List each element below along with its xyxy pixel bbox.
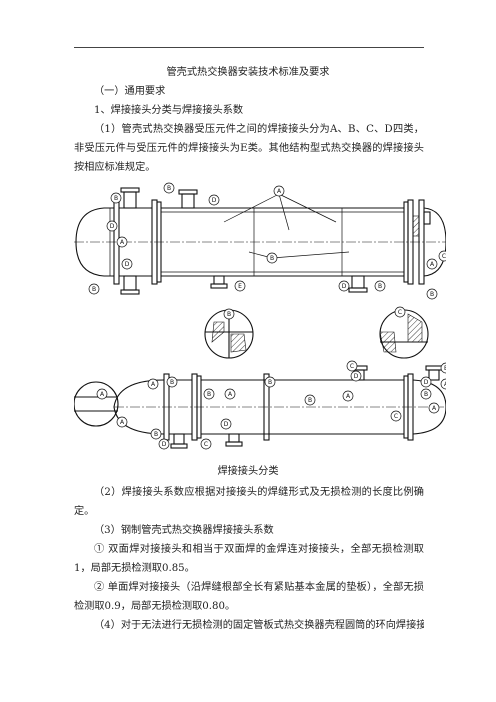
paragraph-4: ① 双面焊对接接头和相当于双面焊的金焊连对接接头，全部无损检测取1，局部无损检测… xyxy=(74,544,424,574)
subsection-heading: 1、焊接接头分类与焊接接头系数 xyxy=(94,105,244,116)
label-b-text: B xyxy=(114,195,118,202)
top-exchanger xyxy=(74,187,446,295)
label-b-text: B xyxy=(378,283,382,290)
label-d-text: D xyxy=(125,261,130,268)
label-b xyxy=(374,280,386,292)
detail-views xyxy=(204,309,429,359)
label-d-text: D xyxy=(212,197,217,204)
label-a xyxy=(342,390,354,402)
section-heading: （一）通用要求 xyxy=(94,86,166,97)
label-b xyxy=(264,376,276,388)
header-rule xyxy=(74,47,424,48)
label-d xyxy=(350,370,362,382)
figure-caption: 焊接接头分类 xyxy=(217,466,279,477)
label-b-text: B xyxy=(268,379,272,386)
label-b xyxy=(203,388,215,400)
label-b-text: B xyxy=(424,391,428,398)
label-a-text: A xyxy=(277,188,282,195)
label-c xyxy=(200,438,212,450)
label-c xyxy=(394,306,406,318)
label-c-text: C xyxy=(394,413,398,420)
label-b-text: B xyxy=(167,185,171,192)
label-a-text: A xyxy=(432,405,437,412)
label-a-text: A xyxy=(151,381,156,388)
label-b xyxy=(110,192,122,204)
label-a-text: A xyxy=(120,419,125,426)
label-d-text: D xyxy=(424,379,429,386)
weld-joint-figure: .s { fill: none; stroke: #111; stroke-wi… xyxy=(74,182,446,450)
label-a xyxy=(147,378,159,390)
bottom-exchanger xyxy=(74,365,446,449)
label-b-text: B xyxy=(430,291,434,298)
label-d xyxy=(158,438,170,450)
label-b-text: B xyxy=(92,286,96,293)
label-b xyxy=(163,182,175,194)
label-c-text: C xyxy=(204,441,208,448)
label-b xyxy=(88,283,100,295)
paragraph-5: ② 单面焊对接接头（沿焊缝根部全长有紧贴基本金属的垫板），全部无损检测取0.9，… xyxy=(74,582,424,612)
label-a-text: A xyxy=(100,391,105,398)
label-b-text: B xyxy=(154,431,158,438)
label-a xyxy=(440,378,446,390)
label-a-text: A xyxy=(120,239,125,246)
label-b-text: B xyxy=(170,379,174,386)
label-a xyxy=(116,416,128,428)
label-b xyxy=(420,388,432,400)
label-d xyxy=(338,280,350,292)
label-c xyxy=(390,410,402,422)
label-a xyxy=(428,402,440,414)
label-d-text: D xyxy=(110,223,115,230)
label-d xyxy=(106,220,118,232)
label-e xyxy=(234,280,246,292)
label-b-text: B xyxy=(270,255,274,262)
label-b xyxy=(223,308,235,320)
label-b xyxy=(166,376,178,388)
label-d-text: D xyxy=(224,421,229,428)
label-e-text: E xyxy=(238,283,242,290)
label-b-text: B xyxy=(444,365,446,372)
label-c xyxy=(346,360,358,372)
label-a xyxy=(273,185,285,197)
paragraph-1: （1）管壳式热交换器受压元件之间的焊接接头分为A、B、C、D四类，非受压元件与受… xyxy=(74,124,424,173)
paragraph-3: （3）钢制管壳式热交换器焊接接头系数 xyxy=(94,525,274,536)
label-b-text: B xyxy=(227,311,231,318)
label-d xyxy=(420,376,432,388)
label-c-text: C xyxy=(398,309,402,316)
doc-title: 管壳式热交换器安装技术标准及要求 xyxy=(166,67,330,78)
label-a xyxy=(426,258,438,270)
label-c xyxy=(438,250,446,262)
label-d-text: D xyxy=(354,373,359,380)
label-a xyxy=(116,236,128,248)
label-b-text: B xyxy=(207,391,211,398)
label-b xyxy=(440,362,446,374)
label-b xyxy=(426,288,438,300)
label-a xyxy=(96,388,108,400)
label-d xyxy=(220,418,232,430)
label-d-text: D xyxy=(342,283,347,290)
label-d xyxy=(208,194,220,206)
label-b xyxy=(304,394,316,406)
label-d xyxy=(121,258,133,270)
label-a-text: A xyxy=(228,391,233,398)
label-b xyxy=(266,252,278,264)
label-b-text: B xyxy=(308,397,312,404)
label-c-text: C xyxy=(442,253,446,260)
label-b xyxy=(150,428,162,440)
paragraph-6: （4）对于无法进行无损检测的固定管板式热交换器壳程圆筒的环向焊接接 xyxy=(94,620,424,631)
label-a xyxy=(224,388,236,400)
label-c-text: C xyxy=(350,363,354,370)
label-a-text: A xyxy=(346,393,351,400)
label-a-text: A xyxy=(430,261,435,268)
joint-labels: B B D A D A D B B E D B A C B B C A B B … xyxy=(88,182,446,450)
label-d-text: D xyxy=(162,441,167,448)
label-a-text: A xyxy=(444,381,446,388)
paragraph-2: （2）焊接接头系数应根据对接接头的焊缝形式及无损检测的长度比例确定。 xyxy=(74,487,424,517)
